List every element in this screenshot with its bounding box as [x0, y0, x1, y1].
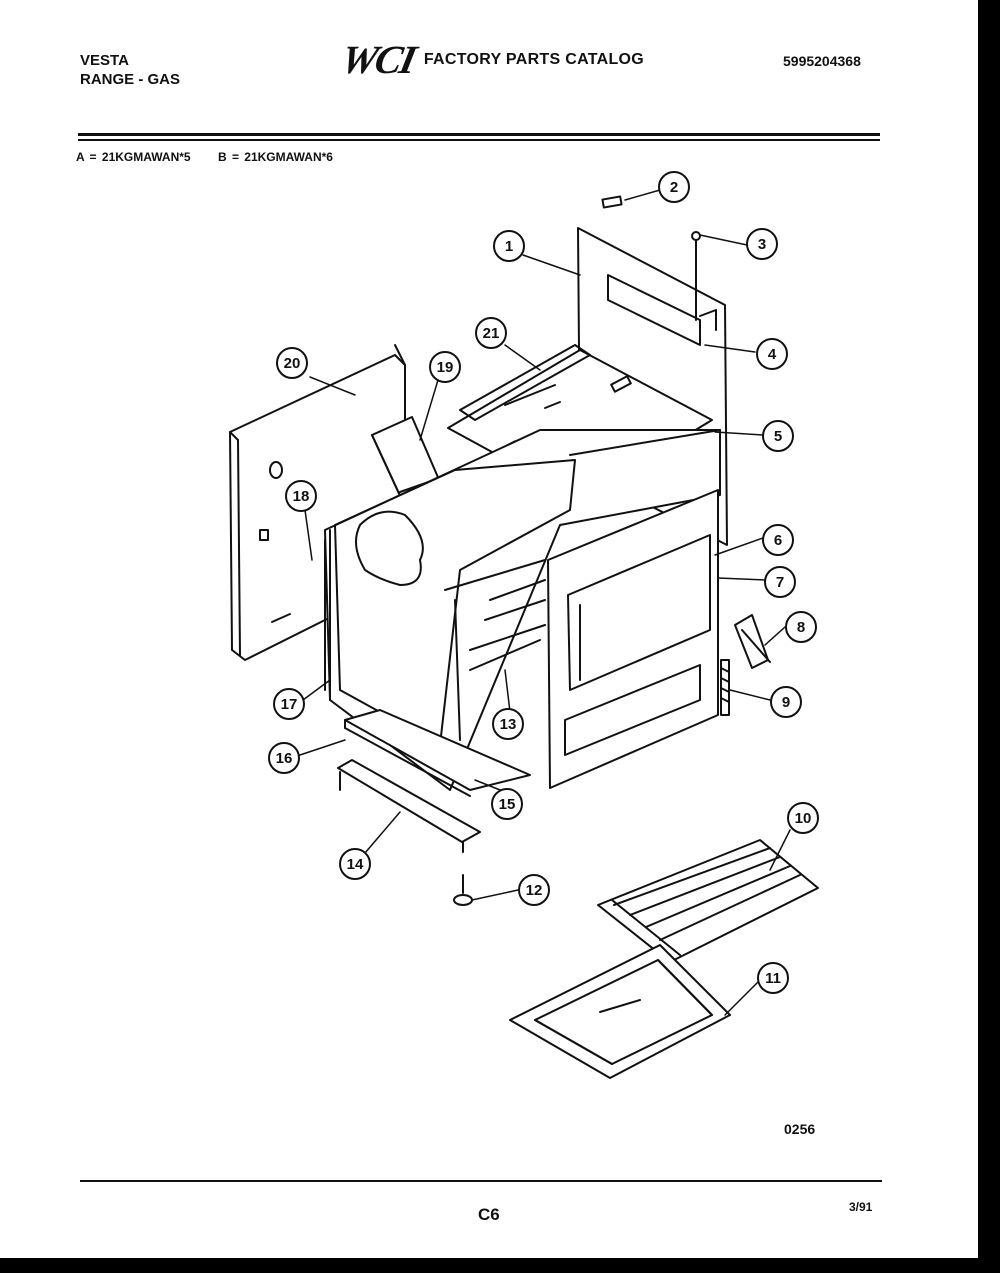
kick-plate: [337, 759, 481, 853]
callout-2: 2: [658, 171, 690, 203]
svg-text:12: 12: [526, 882, 543, 899]
front-frame: [547, 489, 719, 789]
scan-border-bottom: [0, 1258, 1000, 1273]
svg-text:1: 1: [505, 238, 513, 255]
catalog-header: WCI FACTORY PARTS CATALOG: [337, 37, 645, 82]
callout-17: 17: [273, 688, 305, 720]
model-a: A = 21KGMAWAN*5: [76, 150, 191, 164]
callout-19: 19: [429, 351, 461, 383]
callout-11: 11: [757, 962, 789, 994]
callout-12: 12: [518, 874, 550, 906]
svg-text:20: 20: [284, 355, 301, 372]
footer-rule: [80, 1180, 882, 1182]
product-type: RANGE - GAS: [80, 71, 181, 88]
callout-21: 21: [475, 317, 507, 349]
callout-6: 6: [762, 524, 794, 556]
catalog-title: FACTORY PARTS CATALOG: [423, 51, 645, 68]
svg-text:9: 9: [782, 694, 790, 711]
svg-text:8: 8: [797, 619, 805, 636]
svg-text:10: 10: [795, 810, 812, 827]
leader-lines: [299, 189, 791, 1016]
screw: [691, 231, 701, 321]
callout-18: 18: [285, 480, 317, 512]
callout-20: 20: [276, 347, 308, 379]
svg-text:19: 19: [437, 359, 454, 376]
svg-text:5: 5: [774, 428, 782, 445]
svg-text:4: 4: [768, 346, 777, 363]
svg-text:17: 17: [281, 696, 298, 713]
callout-3: 3: [746, 228, 778, 260]
callout-15: 15: [491, 788, 523, 820]
oven-rack: [597, 839, 819, 963]
svg-text:21: 21: [483, 325, 500, 342]
drawing-code: 0256: [784, 1121, 816, 1137]
model-b: B = 21KGMAWAN*6: [217, 150, 333, 164]
brand-name: VESTA: [80, 52, 129, 69]
callout-8: 8: [785, 611, 817, 643]
page-date: 3/91: [849, 1200, 873, 1214]
catalog-number: 5995204368: [783, 53, 861, 69]
svg-text:2: 2: [670, 179, 678, 196]
callout-14: 14: [339, 848, 371, 880]
callout-5: 5: [762, 420, 794, 452]
door-hinge: [734, 614, 771, 669]
oven-bottom: [344, 709, 531, 797]
callout-9: 9: [770, 686, 802, 718]
svg-text:16: 16: [276, 750, 293, 767]
model-list: A = 21KGMAWAN*5 B = 21KGMAWAN*6: [76, 150, 355, 164]
page-number: C6: [478, 1205, 500, 1224]
svg-text:11: 11: [765, 970, 781, 987]
leveling-leg: [453, 874, 473, 906]
callout-16: 16: [268, 742, 300, 774]
clip: [601, 195, 623, 209]
callout-10: 10: [787, 802, 819, 834]
svg-text:7: 7: [776, 574, 784, 591]
svg-text:3: 3: [758, 236, 766, 253]
broiler-pan: [509, 944, 731, 1079]
svg-text:13: 13: [500, 716, 517, 733]
callout-13: 13: [492, 708, 524, 740]
hinge-spring: [720, 659, 730, 716]
svg-text:14: 14: [347, 856, 364, 873]
header-rule-thin: [78, 139, 880, 141]
header-rule: [78, 133, 880, 136]
callout-4: 4: [756, 338, 788, 370]
brand-block: VESTA RANGE - GAS: [80, 51, 180, 89]
svg-text:6: 6: [774, 532, 782, 549]
svg-text:18: 18: [293, 488, 310, 505]
svg-text:15: 15: [499, 796, 516, 813]
scan-border-right: [978, 0, 1000, 1273]
callout-1: 1: [493, 230, 525, 262]
callout-7: 7: [764, 566, 796, 598]
oven-liner: [324, 429, 721, 791]
